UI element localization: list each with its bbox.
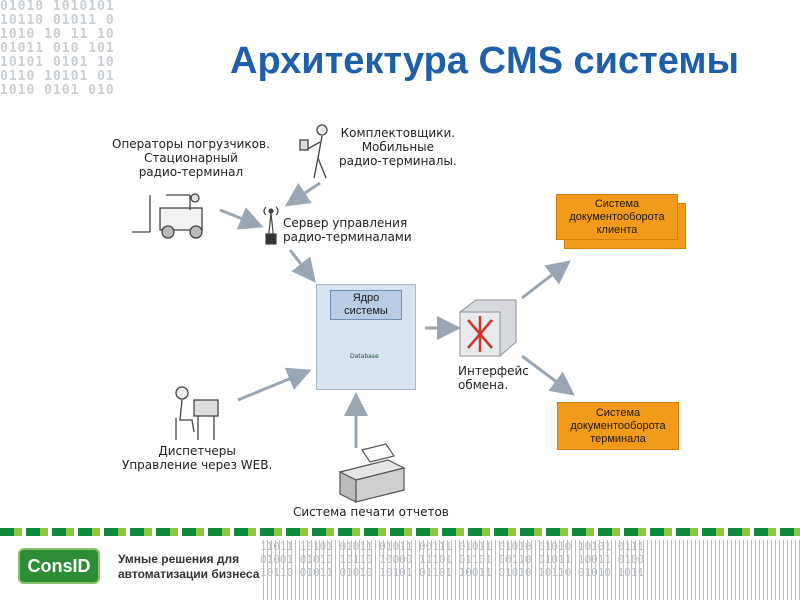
company-logo: ConsID <box>18 548 100 584</box>
arrow-exchange-to-terminal <box>521 354 575 396</box>
footer <box>0 528 800 600</box>
arrow-server-to-core <box>288 249 316 283</box>
arrows <box>219 181 575 448</box>
footer-stripe <box>0 528 800 536</box>
footer-tagline: Умные решения для автоматизации бизнеса <box>118 552 260 581</box>
server-label: Сервер управления радио-терминалами <box>283 216 412 244</box>
printer-icon <box>338 443 406 503</box>
radio-antenna-icon <box>263 206 279 245</box>
loader-operators-label: Операторы погрузчиков. Стационарный ради… <box>112 137 270 179</box>
arrow-dispatcher-to-core <box>237 367 312 402</box>
core-system-label: Ядро системы <box>330 290 402 320</box>
core-system-text: Ядро системы <box>344 292 388 317</box>
arrow-exchange-to-client <box>521 260 571 300</box>
architecture-diagram <box>132 124 575 503</box>
picker-person-icon <box>299 124 328 179</box>
pickers-label: Комплектовщики. Мобильные радио-терминал… <box>339 126 457 168</box>
page-title: Архитектура CMS системы <box>230 40 739 82</box>
dispatchers-label: Диспетчеры Управление через WEB. <box>122 444 273 472</box>
dispatcher-desk-icon <box>175 386 219 440</box>
exchange-label: Интерфейс обмена. <box>458 364 529 392</box>
database-label: Database <box>350 353 379 360</box>
exchange-switch-icon <box>459 299 517 357</box>
binary-pattern-decoration: 01010 1010101 10110 01011 0 1010 10 11 1… <box>0 0 115 98</box>
arrow-loader-to-server <box>219 207 264 230</box>
client-docs-box: Система документооборота клиента <box>556 194 678 240</box>
print-system-label: Система печати отчетов <box>293 505 449 519</box>
forklift-icon <box>132 193 203 239</box>
arrow-pickers-to-server <box>285 181 321 207</box>
terminal-docs-box: Система документооборота терминала <box>557 402 679 450</box>
footer-binary-pattern: 11011 10101 01011 01011 00111 01011 0101… <box>260 540 800 600</box>
